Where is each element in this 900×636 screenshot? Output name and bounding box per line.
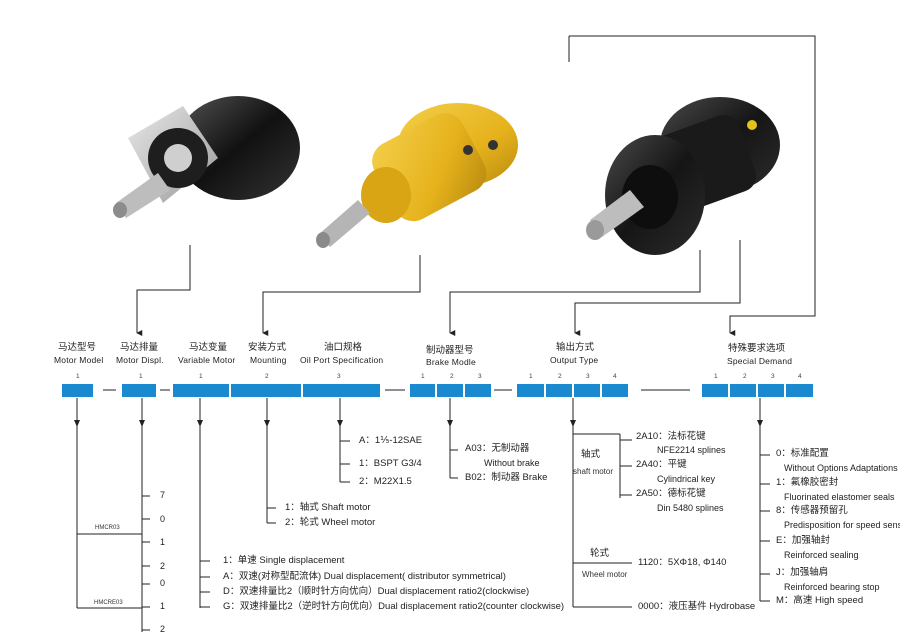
- header-brake-model-en: Brake Modle: [426, 357, 476, 367]
- special-option-en: Without Options Adaptations: [784, 463, 898, 473]
- variable-option: 1：单速 Single displacement: [223, 555, 345, 566]
- shaft-option-code: 2A40：平键: [636, 459, 687, 470]
- oil-port-option: 2：M22X1.5: [359, 476, 412, 487]
- displ-tick: 1: [160, 537, 166, 547]
- pos-number: 1: [139, 373, 143, 380]
- header-special-demand-en: Special Demand: [727, 356, 793, 366]
- mounting-option: 2：轮式 Wheel motor: [285, 517, 376, 528]
- pos-number: 2: [743, 373, 747, 380]
- shaft-option-code: 2A10：法标花键: [636, 431, 706, 442]
- pos-number: 1: [421, 373, 425, 380]
- code-bar-special-4: [786, 384, 813, 397]
- header-special-demand-cn: 特殊要求选项: [728, 343, 786, 354]
- brake-option-en: Without brake: [484, 458, 540, 468]
- header-variable-motor-cn: 马达变量: [189, 342, 228, 353]
- special-option-en: Reinforced sealing: [784, 550, 859, 560]
- code-bar-motor-displ: [122, 384, 156, 397]
- code-bar-special-1: [702, 384, 728, 397]
- code-bar-motor-model: [62, 384, 93, 397]
- special-option-en: Predisposition for speed sensor: [784, 520, 900, 530]
- mounting-option: 1：轴式 Shaft motor: [285, 502, 371, 513]
- shaft-option-en: Cylindrical key: [657, 474, 716, 484]
- header-output-type-cn: 输出方式: [556, 342, 595, 353]
- output-shaft-cn: 轴式: [581, 449, 601, 460]
- pos-number: 1: [714, 373, 718, 380]
- special-option-code: 1：氟橡胶密封: [776, 477, 839, 488]
- motor-photo-yellow: [316, 103, 518, 248]
- variable-option: D：双速排量比2（顺时针方向优向）Dual displacement ratio…: [223, 586, 530, 597]
- code-bar-oil-port: [303, 384, 380, 397]
- oil-port-option: A：1⅕-12SAE: [359, 435, 423, 446]
- special-option-en: Reinforced bearing stop: [784, 582, 880, 592]
- code-bar-brake-3: [465, 384, 491, 397]
- header-motor-displ-en: Motor Displ.: [116, 355, 164, 365]
- code-bar-output-4: [602, 384, 628, 397]
- header-brake-model-cn: 制动器型号: [426, 345, 474, 356]
- code-bar-variable-motor: [173, 384, 229, 397]
- code-bar-output-1: [517, 384, 544, 397]
- oil-port-option: 1：BSPT G3/4: [359, 458, 422, 469]
- shaft-option-en: NFE2214 splines: [657, 445, 726, 455]
- motor-photo-black-spline: [586, 97, 780, 255]
- special-option-code: J：加强轴肩: [776, 567, 829, 578]
- pos-number: 3: [478, 373, 482, 380]
- header-oil-port-cn: 油口规格: [324, 342, 363, 353]
- hydrobase-option: 0000：液压基件 Hydrobase: [638, 601, 756, 612]
- pos-number: 3: [586, 373, 590, 380]
- header-variable-motor-en: Variable Motor: [178, 355, 236, 365]
- shaft-option-code: 2A50：德标花键: [636, 488, 706, 499]
- pos-number: 4: [798, 373, 802, 380]
- displ-tick: 2: [160, 624, 166, 634]
- displ-tick: 0: [160, 514, 166, 524]
- code-bar-mounting: [231, 384, 301, 397]
- header-mounting-en: Mounting: [250, 355, 287, 365]
- brake-option-code: A03：无制动器: [465, 443, 530, 454]
- group-label-hmcr03: HMCR03: [95, 525, 120, 531]
- header-output-type-en: Output Type: [550, 355, 599, 365]
- header-motor-model-en: Motor Model: [54, 355, 104, 365]
- special-option-en: Fluorinated elastomer seals: [784, 492, 895, 502]
- pos-number: 2: [450, 373, 454, 380]
- code-bar-brake-2: [437, 384, 463, 397]
- pos-number: 3: [771, 373, 775, 380]
- code-bar-output-2: [546, 384, 572, 397]
- pos-number: 3: [337, 373, 341, 380]
- pos-number: 1: [529, 373, 533, 380]
- motor-photo-black-silver: [113, 96, 300, 218]
- output-shaft-en: shaft motor: [573, 467, 614, 476]
- shaft-option-en: Din 5480 splines: [657, 503, 724, 513]
- pos-number: 2: [265, 373, 269, 380]
- code-bar-brake-1: [410, 384, 435, 397]
- variable-option: A：双速(对称型配流体) Dual displacement( distribu…: [223, 571, 506, 582]
- header-oil-port-en: Oil Port Specification: [300, 355, 384, 365]
- wheel-option: 1120：5XΦ18, Φ140: [638, 557, 727, 568]
- pos-number: 1: [199, 373, 203, 380]
- code-bar-special-2: [730, 384, 756, 397]
- displ-tick: 7: [160, 490, 166, 500]
- special-option-code: 8：传感器预留孔: [776, 505, 848, 516]
- code-bar-output-3: [574, 384, 600, 397]
- special-option-code: M：高速 High speed: [776, 595, 864, 606]
- displ-tick: 2: [160, 561, 166, 571]
- variable-option: G：双速排量比2（逆时针方向优向）Dual displacement ratio…: [223, 601, 565, 612]
- header-motor-displ-cn: 马达排量: [120, 342, 159, 353]
- group-label-hmcre03: HMCRE03: [94, 600, 123, 606]
- header-mounting-cn: 安装方式: [248, 342, 287, 353]
- pos-number: 4: [613, 373, 617, 380]
- special-option-code: 0：标准配置: [776, 448, 829, 459]
- displ-tick: 1: [160, 601, 166, 611]
- output-wheel-en: Wheel motor: [582, 570, 628, 579]
- code-bar-special-3: [758, 384, 784, 397]
- special-option-code: E：加强轴封: [776, 535, 830, 546]
- pos-number: 1: [76, 373, 80, 380]
- brake-option-code: B02：制动器 Brake: [465, 472, 548, 483]
- header-motor-model-cn: 马达型号: [58, 342, 97, 353]
- output-wheel-cn: 轮式: [590, 548, 610, 559]
- displ-tick: 0: [160, 578, 166, 588]
- pos-number: 2: [558, 373, 562, 380]
